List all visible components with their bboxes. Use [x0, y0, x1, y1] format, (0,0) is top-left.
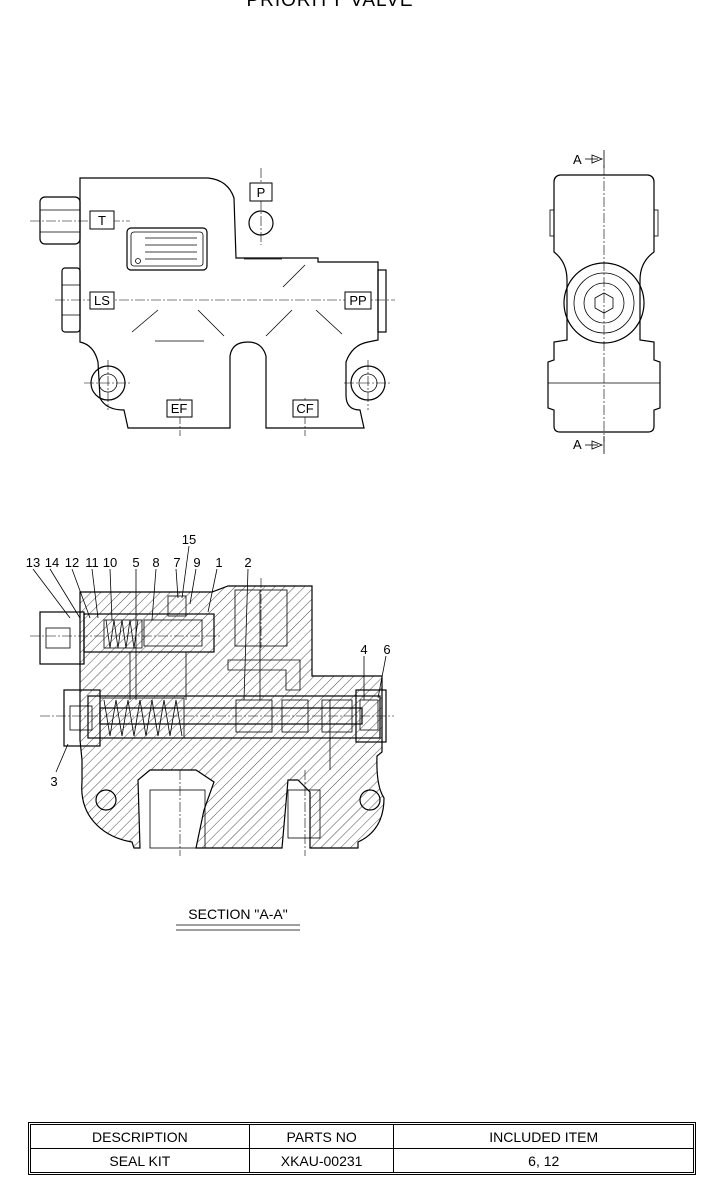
callout-8: 8: [152, 555, 159, 570]
cell-parts-no: XKAU-00231: [248, 1148, 395, 1173]
port-label-cf: CF: [296, 401, 313, 416]
callout-4: 4: [360, 642, 367, 657]
parts-table: DESCRIPTION PARTS NO INCLUDED ITEM SEAL …: [28, 1122, 696, 1175]
callout-5: 5: [132, 555, 139, 570]
section-view: 13 14 12 11 10 5 8 7 9 1 2 15 4 6 3 SECT…: [26, 532, 394, 931]
port-label-pp: PP: [349, 293, 366, 308]
cell-description: SEAL KIT: [30, 1148, 250, 1173]
front-view: T P LS PP EF CF: [30, 168, 395, 436]
callout-10: 10: [103, 555, 117, 570]
port-label-p: P: [257, 185, 266, 200]
callout-6: 6: [383, 642, 390, 657]
callout-12: 12: [65, 555, 79, 570]
port-label-ls: LS: [94, 293, 110, 308]
callout-3: 3: [50, 774, 57, 789]
port-label-t: T: [98, 213, 106, 228]
table-row: SEAL KIT XKAU-00231 6, 12: [30, 1148, 694, 1173]
callout-13: 13: [26, 555, 40, 570]
header-parts-no: PARTS NO: [248, 1124, 395, 1149]
cell-included-item: 6, 12: [393, 1148, 694, 1173]
callout-11: 11: [85, 555, 99, 570]
port-label-ef: EF: [171, 401, 188, 416]
header-included-item: INCLUDED ITEM: [393, 1124, 694, 1149]
drawing-title: PRIORITY VALVE: [246, 0, 413, 11]
table-header-row: DESCRIPTION PARTS NO INCLUDED ITEM: [30, 1124, 694, 1149]
section-marker-top: A: [573, 152, 582, 167]
callout-15: 15: [182, 532, 196, 547]
section-marker-bottom: A: [573, 437, 582, 452]
section-title: SECTION "A-A": [188, 906, 287, 922]
callout-14: 14: [45, 555, 59, 570]
header-description: DESCRIPTION: [30, 1124, 250, 1149]
callout-1: 1: [215, 555, 222, 570]
side-view: A A: [547, 150, 661, 454]
callout-7: 7: [173, 555, 180, 570]
callout-9: 9: [193, 555, 200, 570]
callout-2: 2: [244, 555, 251, 570]
